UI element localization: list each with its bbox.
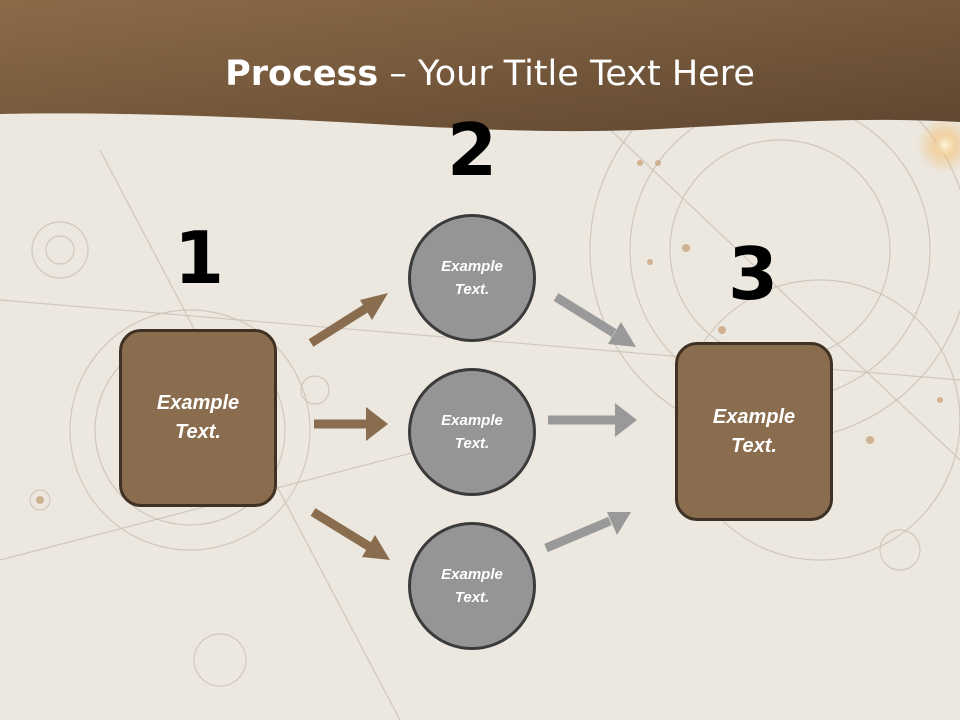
branch-circle-3: Example Text. [408, 522, 536, 650]
arrow-from-branch-2 [548, 403, 637, 437]
step-3-label: Example Text. [712, 405, 796, 457]
branch-2-label: Example Text. [441, 412, 503, 452]
arrow-to-branch-2 [314, 407, 388, 441]
title-rest: – Your Title Text Here [378, 54, 755, 94]
step-3-box: Example Text. [675, 342, 833, 521]
page-title: Process – Your Title Text Here [0, 50, 960, 98]
branch-circle-2: Example Text. [408, 368, 536, 496]
branch-circle-1: Example Text. [408, 214, 536, 342]
step-1-label: Example Text. [156, 392, 240, 443]
step-2-number: 2 [446, 108, 498, 192]
step-1-number: 1 [173, 216, 225, 300]
title-bold: Process [225, 54, 379, 94]
branch-3-label: Example Text. [441, 566, 503, 606]
step-3-number: 3 [727, 232, 779, 316]
arrow-from-branch-1 [553, 293, 636, 347]
arrow-to-branch-1 [308, 293, 388, 347]
branch-1-label: Example Text. [441, 258, 503, 298]
step-1-box: Example Text. [119, 329, 277, 507]
arrow-to-branch-3 [310, 508, 390, 560]
arrow-from-branch-3 [544, 512, 631, 553]
